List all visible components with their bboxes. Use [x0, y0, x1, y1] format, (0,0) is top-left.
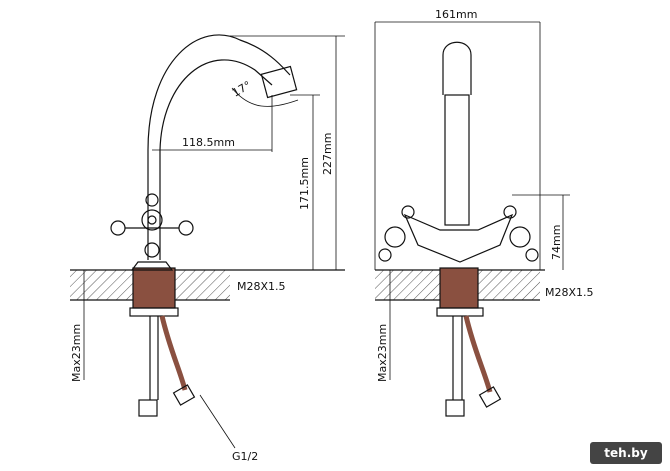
left-supply-hoses [129, 307, 196, 417]
left-thread-label: M28X1.5 [237, 280, 286, 293]
left-spout-outer [147, 34, 291, 260]
left-countertop [70, 269, 345, 301]
right-max-thickness-label: Max23mm [376, 324, 389, 382]
right-supply-hoses [436, 307, 502, 417]
right-dimensions [374, 21, 570, 380]
handle-height-label: 74mm [550, 225, 563, 260]
width-label: 161mm [435, 8, 477, 21]
hose-thread-label: G1/2 [232, 450, 258, 463]
angle-label: 17° [230, 79, 253, 100]
watermark-logo: teh.by [590, 442, 662, 464]
right-body [378, 41, 539, 263]
left-handle [110, 193, 194, 271]
left-dimensions [83, 35, 345, 449]
left-spout-inner [159, 59, 273, 260]
total-height-label: 227mm [321, 133, 334, 175]
watermark-text: teh.by [604, 446, 648, 460]
left-max-thickness-label: Max23mm [70, 324, 83, 382]
right-thread-shank [439, 267, 479, 309]
left-thread-shank [132, 267, 176, 309]
outlet-height-label: 171.5mm [298, 157, 311, 210]
reach-label: 118.5mm [182, 136, 235, 149]
right-thread-label: M28X1.5 [545, 286, 594, 299]
left-aerator [260, 65, 298, 99]
